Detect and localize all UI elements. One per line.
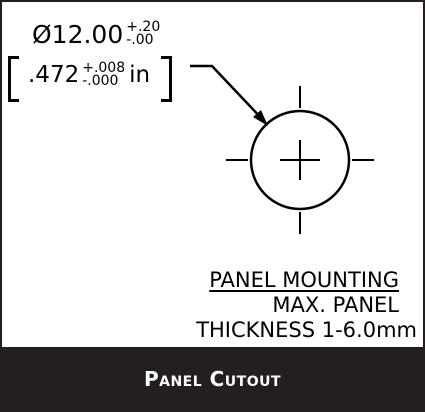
right-bracket: [161, 56, 172, 102]
notes-line-1: MAX. PANEL: [272, 293, 399, 317]
metric-tolerance: +.20-.00: [126, 19, 161, 48]
metric-diameter-dimension: Ø12.00+.20-.00: [32, 19, 161, 49]
notes-line-2: THICKNESS 1-6.0mm: [196, 318, 417, 342]
leader-arrowhead: [253, 110, 268, 126]
metric-tol-upper: +.20: [126, 19, 161, 35]
metric-tol-lower: -.00: [126, 32, 154, 48]
leader-line: [190, 64, 265, 122]
inch-tol-lower: -.000: [82, 73, 119, 89]
inch-nominal: .472: [28, 62, 80, 88]
inch-unit: in: [129, 62, 151, 88]
inch-tol-upper: +.008: [82, 60, 126, 76]
metric-nominal: Ø12.00: [32, 20, 124, 49]
notes-title: PANEL MOUNTING: [209, 268, 399, 292]
left-bracket: [8, 56, 19, 102]
cutout-drawing-svg: [190, 64, 374, 234]
cutout-circle: [249, 109, 351, 211]
mounting-notes: PANEL MOUNTING MAX. PANEL THICKNESS 1-6.…: [196, 268, 417, 343]
caption-bar: Panel Cutout: [2, 347, 423, 410]
caption-label: Panel Cutout: [143, 366, 282, 391]
inch-tolerance: +.008-.000: [82, 60, 126, 89]
